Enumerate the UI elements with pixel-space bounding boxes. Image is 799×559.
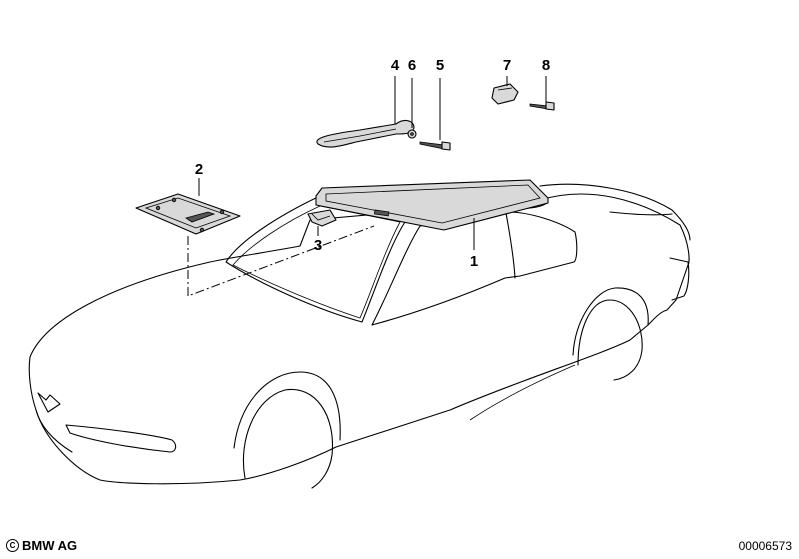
callout-4: 4: [390, 57, 400, 74]
part-1-roof-panel: [315, 179, 549, 250]
callout-2: 2: [194, 161, 204, 178]
car-body-outline: [28, 183, 691, 489]
part-2-interior-light: [135, 178, 375, 297]
part-3-clip: [307, 209, 337, 236]
install-line: [187, 225, 375, 297]
company-name: BMW AG: [22, 538, 78, 553]
callout-3: 3: [313, 237, 323, 254]
copyright-notice: C BMW AG: [6, 538, 77, 553]
part-6-washer: [407, 78, 417, 139]
diagram-number: 00006573: [738, 539, 792, 553]
callout-5: 5: [435, 57, 445, 74]
callout-7: 7: [502, 57, 512, 74]
callout-1: 1: [469, 253, 479, 270]
copyright-icon: C: [6, 539, 19, 552]
callout-6: 6: [407, 57, 417, 74]
part-4-grab-handle: [316, 76, 415, 148]
part-5-screw: [419, 78, 451, 151]
callout-8: 8: [541, 57, 551, 74]
part-7-cover-cap: [491, 76, 519, 105]
part-8-screw: [529, 76, 555, 111]
